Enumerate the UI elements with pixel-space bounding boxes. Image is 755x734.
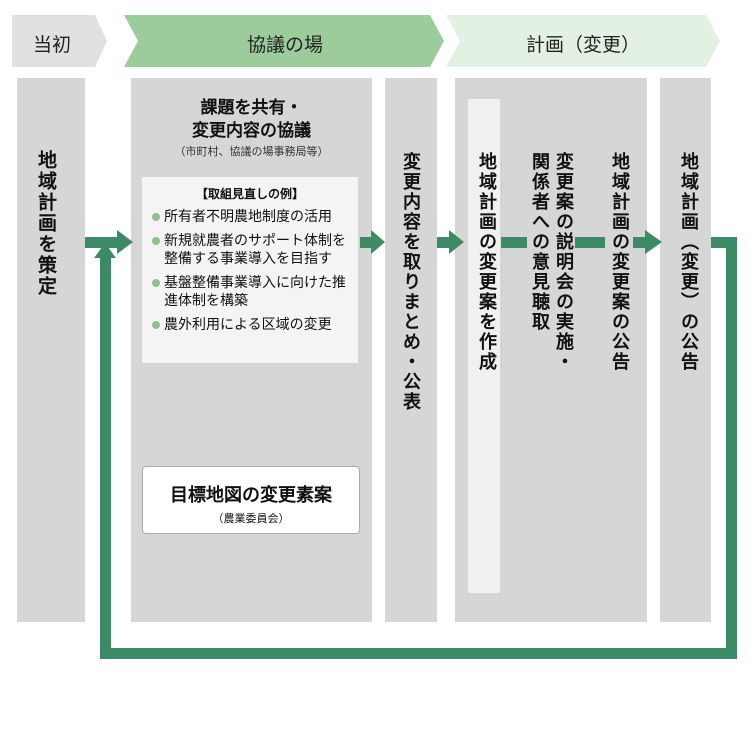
target-map-box: 目標地図の変更素案 （農業委員会） (142, 466, 360, 534)
arrow-to-draft (449, 230, 464, 254)
feedback-loop-arrowhead (94, 243, 116, 258)
summary-label: 変更内容を取りまとめ・公表 (400, 152, 421, 412)
arrow-to-final (645, 230, 662, 254)
box-final (660, 78, 711, 622)
discussion-heading: 課題を共有・ 変更内容の協議 （市町村、協議の場事務局等） (131, 97, 372, 159)
box-summary (385, 78, 437, 622)
final-notice-label: 地域計画（変更）の公告 (678, 152, 699, 372)
header-chevron-plan (446, 15, 720, 67)
header-chevron-initial (12, 15, 107, 67)
example-item: 農外利用による区域の変更 (150, 316, 352, 334)
target-map-title: 目標地図の変更素案 (170, 485, 332, 506)
bullet-icon (152, 321, 160, 329)
examples-title: 【取組見直しの例】 (195, 187, 304, 201)
arrow-to-summary (371, 230, 385, 254)
header-initial: 当初 (32, 34, 71, 56)
bullet-icon (152, 279, 160, 287)
header-plan: 計画（変更） (525, 34, 640, 56)
box-initial (17, 78, 85, 622)
discussion-title-line1: 課題を共有・ (200, 98, 303, 118)
feedback-loop-line (100, 256, 111, 659)
example-item: 新規就農者のサポート体制を整備する事業導入を目指す (150, 232, 352, 268)
hearing-label: 変更案の説明会の実施・関係者への意見聴取 (529, 152, 574, 372)
bullet-icon (152, 237, 160, 245)
arrow-to-discussion (117, 230, 133, 254)
bullet-icon (152, 213, 160, 221)
examples-box: 【取組見直しの例】 所有者不明農地制度の活用 新規就農者のサポート体制を整備する… (142, 177, 358, 363)
example-item: 所有者不明農地制度の活用 (150, 208, 352, 226)
box-draft-inner (466, 97, 502, 595)
discussion-title-line2: 変更内容の協議 (192, 121, 311, 141)
example-item: 基盤整備事業導入に向けた推進体制を構築 (150, 274, 352, 310)
header-discussion: 協議の場 (246, 34, 323, 56)
target-map-subtitle: （農業委員会） (212, 512, 290, 525)
header-chevron-discussion (124, 15, 444, 67)
draft-notice-label: 地域計画の変更案の公告 (609, 152, 630, 372)
discussion-subtitle: （市町村、協議の場事務局等） (174, 145, 329, 158)
initial-plan-label: 地域計画を策定 (35, 150, 57, 297)
draft-label: 地域計画の変更案を作成 (476, 152, 497, 372)
